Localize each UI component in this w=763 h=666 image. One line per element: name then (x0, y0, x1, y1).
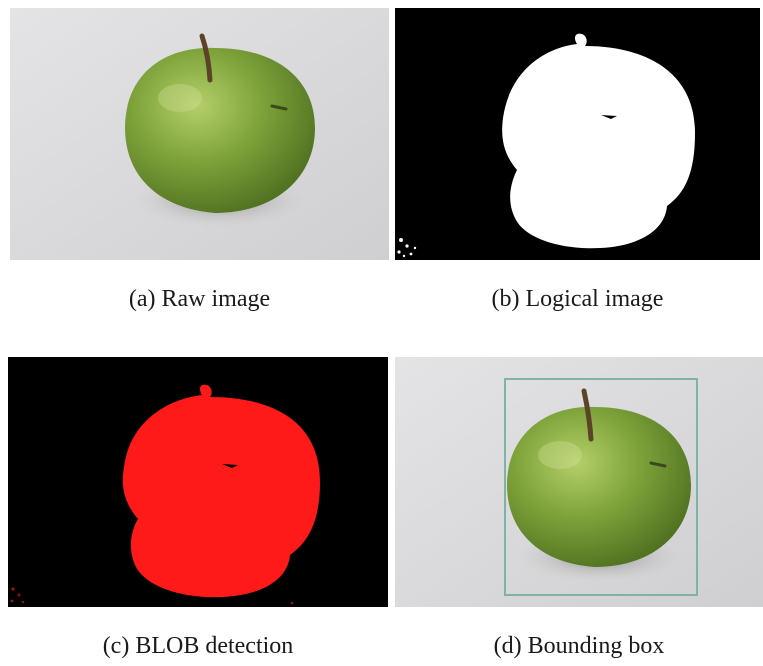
blob-detection-panel (8, 357, 388, 607)
raw-image-panel (10, 8, 389, 260)
bounding-box-photo (395, 357, 763, 607)
bounding-box (504, 378, 698, 596)
logical-image-panel (395, 8, 760, 260)
caption-bounding-box: (d) Bounding box (493, 633, 665, 659)
caption-raw-image: (a) Raw image (128, 286, 271, 312)
noise-speckles (10, 587, 294, 605)
caption-blob-detection: (c) BLOB detection (102, 633, 294, 659)
red-blob-mask (8, 357, 388, 607)
bounding-box-panel (395, 357, 763, 607)
binary-mask (395, 8, 760, 260)
caption-logical-image: (b) Logical image (491, 286, 664, 312)
raw-apple-photo (10, 8, 389, 260)
noise-speckles (397, 238, 417, 258)
